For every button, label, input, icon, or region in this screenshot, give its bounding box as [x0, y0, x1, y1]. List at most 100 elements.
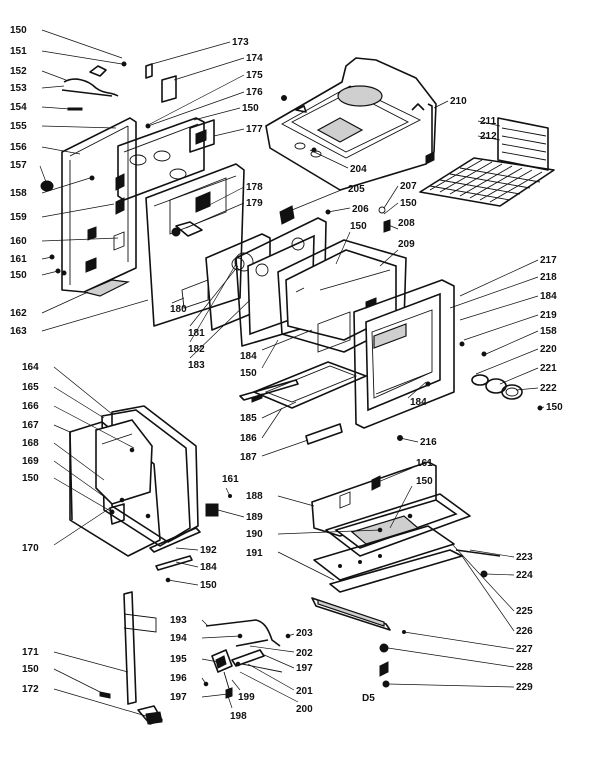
part-number-label: 150: [400, 198, 417, 209]
leader-line: [461, 555, 515, 632]
part-number-label: 161: [416, 458, 433, 469]
leader-line: [201, 677, 207, 685]
part-number-label: 190: [246, 529, 263, 540]
leader-line: [201, 693, 229, 698]
part-number-label: 187: [240, 452, 257, 463]
leader-line: [149, 74, 245, 125]
leader-line: [171, 297, 185, 304]
leader-line: [201, 635, 241, 639]
part-number-label: 172: [22, 684, 39, 695]
leader-line: [53, 460, 107, 499]
leader-line: [309, 149, 349, 169]
part-number-label: 176: [246, 87, 263, 98]
part-number-label: 158: [10, 188, 27, 199]
leader-line: [185, 202, 245, 229]
leader-line: [407, 381, 427, 399]
leader-line: [261, 329, 313, 351]
leader-line: [377, 467, 413, 483]
part-number-label: 156: [10, 142, 27, 153]
control-bracket: [117, 117, 215, 201]
part-number-label: 208: [398, 218, 415, 229]
leader-line: [53, 424, 71, 433]
leader-line: [261, 339, 279, 369]
part-number-label: 193: [170, 615, 187, 626]
part-number-label: 195: [170, 654, 187, 665]
leader-line: [41, 177, 91, 194]
leader-line: [515, 387, 539, 391]
leader-line: [383, 185, 399, 209]
part-number-label: 210: [450, 96, 467, 107]
leader-lines: [39, 29, 545, 717]
leader-line: [463, 314, 539, 341]
leader-line: [195, 186, 245, 213]
part-number-label: 204: [350, 164, 367, 175]
leader-line: [225, 487, 231, 497]
part-number-label: 191: [246, 548, 263, 559]
leader-line: [175, 547, 199, 551]
leader-line: [201, 619, 209, 627]
part-number-label: 173: [232, 37, 249, 48]
part-number-label: 227: [516, 644, 533, 655]
leader-line: [189, 299, 251, 359]
part-number-label: 158: [540, 326, 557, 337]
leader-line: [201, 658, 219, 663]
part-number-label: 178: [246, 182, 263, 193]
part-number-label: 180: [170, 304, 187, 315]
leader-line: [383, 202, 399, 215]
leader-line: [147, 91, 245, 127]
leader-line: [277, 529, 381, 535]
part-number-label: 164: [22, 362, 39, 373]
part-number-label: 165: [22, 382, 39, 393]
part-number-label: 161: [222, 474, 239, 485]
part-number-label: 226: [516, 626, 533, 637]
leader-line: [41, 70, 67, 81]
leader-line: [41, 237, 119, 242]
leader-line: [449, 276, 539, 309]
leader-line: [53, 477, 113, 513]
leader-line: [459, 259, 539, 297]
leader-line: [217, 509, 245, 518]
part-number-label: 161: [10, 254, 27, 265]
leader-line: [477, 135, 501, 141]
part-number-label: 184: [540, 291, 557, 302]
part-number-label: 150: [22, 664, 39, 675]
leader-line: [41, 203, 115, 218]
leader-line: [499, 367, 539, 385]
part-number-label: 206: [352, 204, 369, 215]
leader-line: [41, 146, 81, 155]
leader-line: [193, 107, 241, 121]
leader-line: [247, 663, 295, 691]
broiler-drawer: [311, 461, 501, 688]
part-number-label: 179: [246, 198, 263, 209]
leader-line: [227, 695, 233, 709]
cooktop-assembly: [265, 57, 437, 191]
leader-line: [387, 683, 515, 688]
part-number-label: 169: [22, 456, 39, 467]
leader-line: [53, 386, 105, 419]
leader-line: [151, 41, 231, 65]
leader-line: [539, 406, 545, 409]
part-number-label: 150: [350, 221, 367, 232]
rack-guide: [497, 117, 549, 171]
part-number-label: 203: [296, 628, 313, 639]
part-number-label: 197: [170, 692, 187, 703]
leader-line: [327, 207, 351, 213]
part-number-label: 212: [480, 131, 497, 142]
part-number-label: 184: [200, 562, 217, 573]
burner-tube-and-valve: [99, 591, 291, 725]
leader-line: [173, 57, 245, 81]
part-number-label: 202: [296, 648, 313, 659]
part-number-label: 186: [240, 433, 257, 444]
part-number-label: 170: [22, 543, 39, 554]
leader-line: [459, 295, 539, 321]
leader-line: [41, 50, 123, 65]
part-number-label: 166: [22, 401, 39, 412]
part-number-label: 157: [10, 160, 27, 171]
leader-line: [39, 165, 47, 183]
oven-rack: [419, 157, 555, 207]
part-number-label: 171: [22, 647, 39, 658]
leader-line: [261, 401, 297, 419]
part-number-label: 216: [420, 437, 437, 448]
part-number-label: 184: [410, 397, 427, 408]
part-number-labels: 1501511521531541551561571581591601611501…: [10, 25, 563, 722]
